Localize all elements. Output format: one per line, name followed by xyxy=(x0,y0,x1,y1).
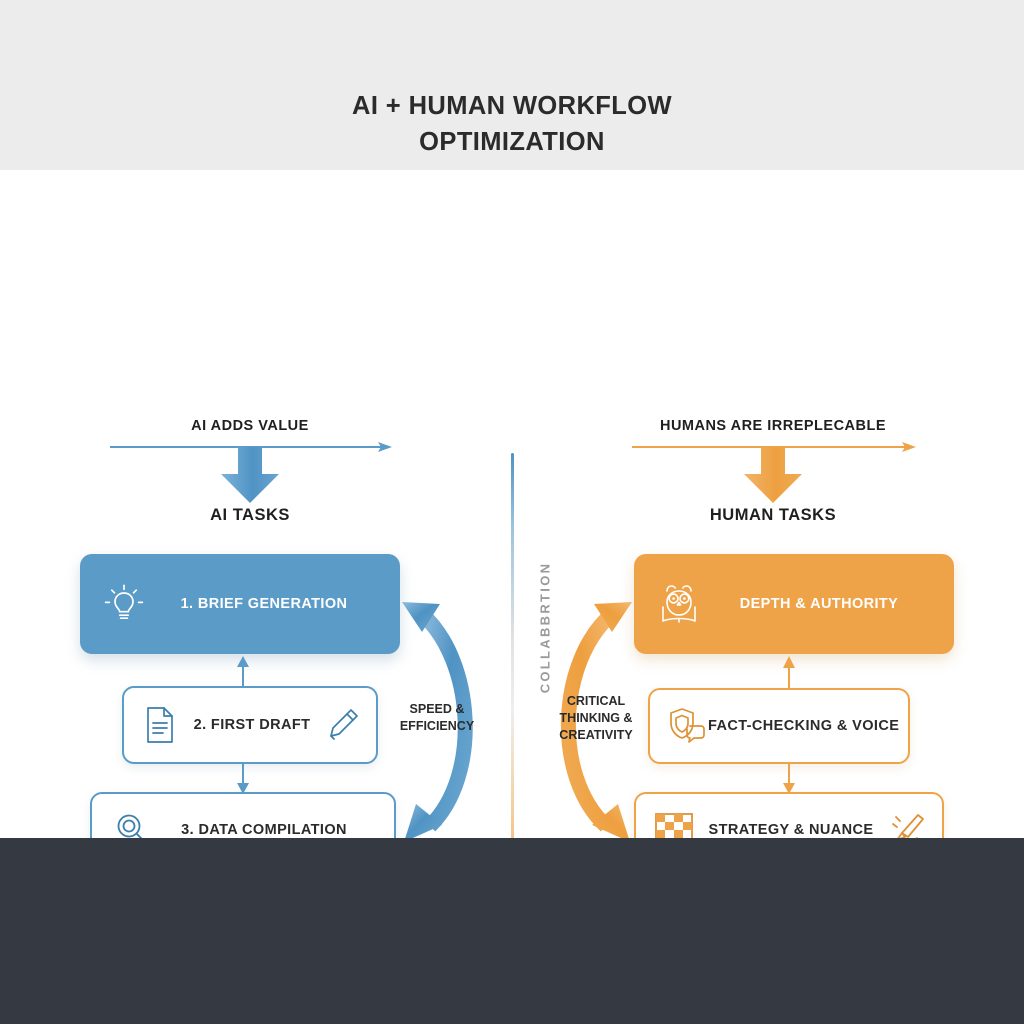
card-brief-generation[interactable]: 1. BRIEF GENERATION xyxy=(80,554,400,654)
ai-to-human-exchange-arrow xyxy=(396,580,506,860)
right-exchange-caption: CRITICAL THINKING & CREATIVITY xyxy=(559,694,633,742)
card-label: 3. DATA COMPILATION xyxy=(181,822,347,838)
card-label: 1. BRIEF GENERATION xyxy=(180,596,348,612)
header-band xyxy=(0,0,1024,170)
center-divider xyxy=(511,453,514,923)
card-first-draft[interactable]: 2. FIRST DRAFT xyxy=(122,686,378,764)
lightbulb-icon xyxy=(102,582,146,626)
card-fact-checking-voice[interactable]: FACT-CHECKING & VOICE xyxy=(648,688,910,764)
page-title: AI + HUMAN WORKFLOW OPTIMIZATION xyxy=(0,88,1024,160)
card-label: 2. FIRST DRAFT xyxy=(193,717,311,733)
document-icon xyxy=(142,705,178,745)
connector-brief-to-draft xyxy=(236,656,250,688)
owl-book-icon xyxy=(656,581,702,627)
pencil-icon xyxy=(326,707,360,743)
connector-draft-to-data xyxy=(236,764,250,794)
title-line-1: AI + HUMAN WORKFLOW xyxy=(352,92,672,120)
title-line-2: OPTIMIZATION xyxy=(419,128,605,157)
right-banner-label: HUMANS ARE IRREPLECABLE xyxy=(659,418,887,434)
shield-chat-icon xyxy=(666,706,708,746)
connector-fact-to-depth xyxy=(782,656,796,690)
diagram-stage: AI ADDS VALUE AI TASKS HUMANS xyxy=(0,170,1024,923)
card-depth-authority[interactable]: DEPTH & AUTHORITY xyxy=(634,554,954,654)
left-section-label: AI TASKS xyxy=(210,506,290,524)
human-to-ai-exchange-arrow xyxy=(528,578,638,862)
footer-band xyxy=(0,838,1024,1024)
right-down-arrow-icon xyxy=(742,447,804,503)
card-label: STRATEGY & NUANCE xyxy=(708,822,874,838)
card-label: DEPTH & AUTHORITY xyxy=(739,596,899,612)
left-exchange-caption: SPEED & EFFICIENCY xyxy=(399,702,475,733)
left-banner-label: AI ADDS VALUE xyxy=(191,418,309,434)
connector-fact-to-strategy xyxy=(782,764,796,794)
right-section-label: HUMAN TASKS xyxy=(709,506,837,524)
card-label: FACT-CHECKING & VOICE xyxy=(708,718,900,734)
left-down-arrow-icon xyxy=(219,447,281,503)
